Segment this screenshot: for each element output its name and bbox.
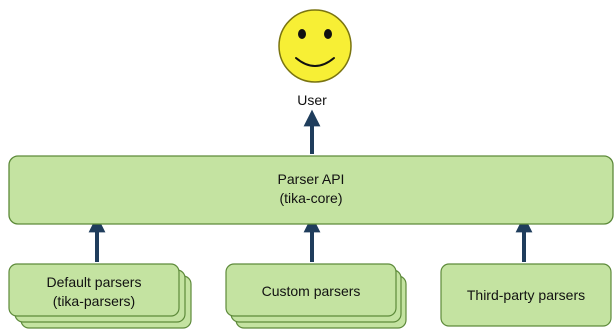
left-eye-icon bbox=[298, 29, 306, 39]
third-party-parsers-box bbox=[440, 263, 612, 327]
parser-api-box bbox=[8, 155, 614, 225]
custom-parsers-stack bbox=[225, 263, 407, 329]
default-parsers-box bbox=[8, 263, 180, 317]
default-parsers-stack bbox=[8, 263, 192, 329]
right-eye-icon bbox=[324, 29, 332, 39]
smile-icon bbox=[295, 57, 335, 67]
user-smiley-icon bbox=[278, 9, 352, 83]
custom-parsers-box bbox=[225, 263, 397, 317]
